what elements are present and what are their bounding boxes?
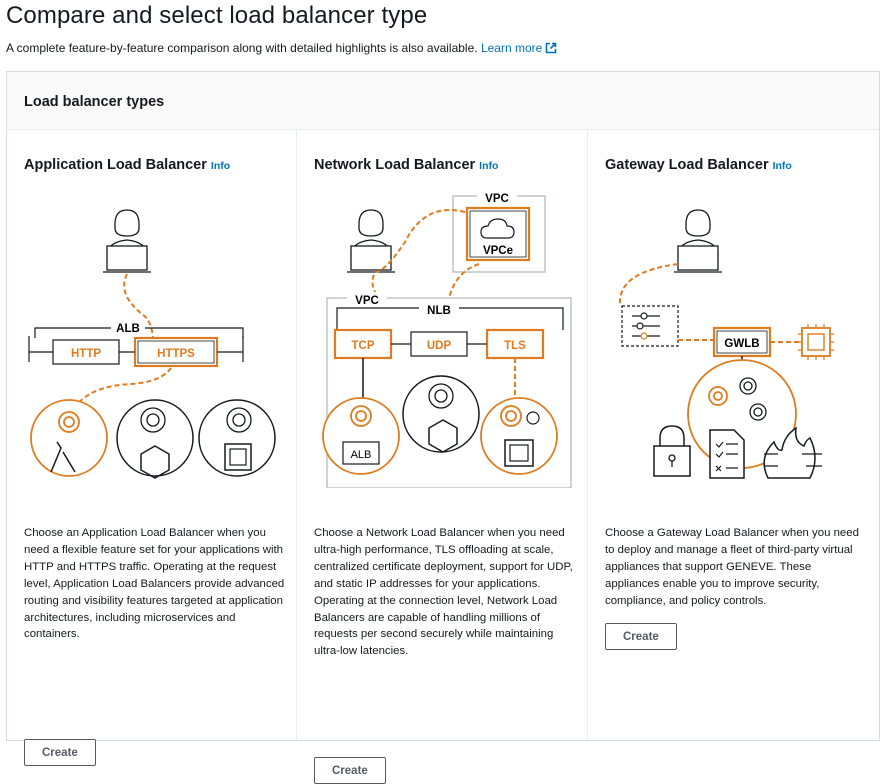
- lambda-target-icon: [30, 399, 108, 477]
- nlb-description: Choose a Network Load Balancer when you …: [314, 527, 573, 658]
- appliance-chip-icon: [798, 324, 834, 360]
- page-subtitle: A complete feature-by-feature comparison…: [6, 41, 557, 55]
- tls-label: TLS: [504, 340, 526, 352]
- instance-target-icon: [198, 399, 276, 477]
- load-balancer-types-panel: Load balancer types Application Load Bal…: [6, 71, 880, 784]
- alb-create-button[interactable]: Create: [24, 739, 96, 766]
- nlb-create-button[interactable]: Create: [314, 757, 386, 784]
- https-label: HTTPS: [157, 348, 195, 360]
- instance-target-icon: [480, 397, 558, 475]
- learn-more-link[interactable]: Learn more: [481, 41, 557, 55]
- subtitle-text: A complete feature-by-feature comparison…: [6, 41, 478, 55]
- user-icon: [674, 209, 722, 273]
- gwlb-diagram: GWLB: [618, 209, 834, 479]
- nlb-diagram: VPC VPCe VPC NLB TCP UDP TLS: [322, 190, 572, 488]
- cloud-icon: [480, 218, 515, 239]
- gwlb-description: Choose a Gateway Load Balancer when you …: [605, 527, 859, 607]
- container-target-icon: [116, 399, 194, 479]
- alb-diagram: ALB HTTP HTTPS: [28, 209, 276, 479]
- nlb-label: NLB: [427, 305, 451, 317]
- alb-info-link[interactable]: Info: [210, 160, 231, 172]
- udp-box: [410, 331, 468, 357]
- http-box: [52, 339, 120, 365]
- http-label: HTTP: [71, 348, 101, 360]
- nlb-info-link[interactable]: Info: [479, 160, 499, 172]
- lock-icon: [653, 425, 691, 477]
- alb-target-label: ALB: [351, 449, 372, 461]
- page-title: Compare and select load balancer type: [6, 2, 428, 29]
- vpc-label: VPC: [355, 295, 379, 307]
- vpce-label: VPCe: [483, 245, 513, 257]
- alb-target-icon: ALB: [322, 397, 400, 475]
- gwlb-title-text: Gateway Load Balancer: [605, 157, 769, 173]
- alb-description: Choose an Application Load Balancer when…: [24, 527, 285, 641]
- external-link-icon: [546, 42, 557, 54]
- vpce-box: [465, 206, 531, 262]
- gwlb-info-link[interactable]: Info: [772, 160, 792, 172]
- nlb-title-text: Network Load Balancer: [314, 157, 476, 173]
- panel-header: Load balancer types: [7, 72, 879, 130]
- alb-label: ALB: [116, 323, 140, 335]
- traffic-path: [123, 273, 155, 363]
- checklist-icon: [709, 429, 745, 479]
- learn-more-label: Learn more: [480, 41, 543, 55]
- alb-title-text: Application Load Balancer: [24, 157, 207, 173]
- gwlb-create-button[interactable]: Create: [605, 623, 677, 650]
- udp-label: UDP: [427, 340, 452, 352]
- container-target-icon: [402, 375, 480, 453]
- user-icon: [347, 209, 395, 273]
- firewall-icon: [763, 426, 822, 479]
- gwlb-label: GWLB: [724, 338, 759, 350]
- tcp-label: TCP: [352, 340, 375, 352]
- https-box: [133, 336, 219, 368]
- user-icon: [103, 209, 151, 273]
- vpc-top-label: VPC: [485, 193, 509, 205]
